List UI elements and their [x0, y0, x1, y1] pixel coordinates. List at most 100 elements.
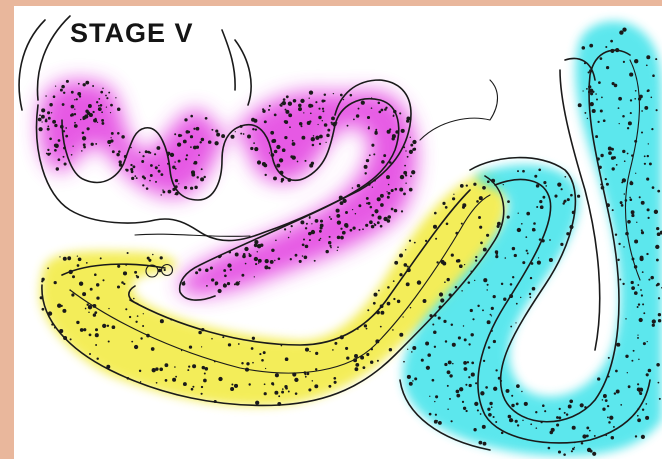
stipple-dot	[110, 139, 113, 142]
stipple-dot	[549, 431, 553, 435]
stipple-dot	[183, 140, 187, 144]
stipple-dot	[262, 108, 264, 110]
stipple-dot	[265, 259, 269, 263]
stipple-dot	[561, 188, 563, 190]
stipple-dot	[87, 127, 90, 130]
stipple-dot	[412, 346, 416, 350]
stipple-dot	[403, 193, 406, 196]
stipple-dot	[425, 240, 427, 242]
stipple-dot	[589, 44, 593, 48]
stipple-dot	[475, 259, 477, 261]
stipple-dot	[378, 111, 381, 114]
stipple-dot	[220, 255, 222, 257]
stipple-dot	[201, 168, 203, 170]
stipple-dot	[107, 325, 109, 327]
stipple-dot	[82, 131, 85, 134]
stipple-dot	[610, 49, 614, 53]
stipple-dot	[352, 187, 354, 189]
stipple-dot	[319, 135, 323, 139]
stipple-dot	[602, 399, 604, 401]
stipple-dot	[378, 102, 381, 105]
stipple-dot	[634, 140, 637, 143]
stipple-dot	[506, 389, 510, 393]
stipple-dot	[346, 356, 349, 359]
stipple-dot	[211, 338, 213, 340]
stipple-dot	[600, 154, 603, 157]
stipple-dot	[41, 280, 43, 282]
stipple-dot	[196, 127, 200, 131]
stipple-dot	[230, 387, 234, 391]
stipple-dot	[634, 98, 636, 100]
stipple-dot	[512, 247, 515, 250]
stipple-dot	[427, 353, 431, 357]
stipple-dot	[404, 263, 408, 267]
stipple-dot	[559, 408, 561, 410]
stipple-dot	[646, 55, 650, 59]
stipple-dot	[339, 196, 343, 200]
stipple-dot	[87, 304, 89, 306]
stipple-dot	[622, 115, 625, 118]
stipple-dot	[522, 261, 525, 264]
stipple-dot	[82, 292, 86, 296]
stipple-dot	[228, 343, 231, 346]
stipple-dot	[378, 216, 382, 220]
stipple-dot	[485, 386, 488, 389]
stipple-dot	[328, 385, 331, 388]
stipple-dot	[473, 183, 476, 186]
stipple-dot	[467, 361, 469, 363]
stipple-dot	[192, 364, 196, 368]
stipple-dot	[447, 385, 449, 387]
stipple-dot	[259, 353, 261, 355]
stipple-dot	[636, 222, 637, 223]
stipple-dot	[449, 374, 452, 377]
stipple-dot	[102, 88, 103, 89]
stipple-dot	[618, 97, 622, 101]
stipple-dot	[451, 420, 453, 422]
stipple-dot	[215, 130, 218, 133]
stipple-dot	[491, 330, 493, 332]
stipple-dot	[487, 408, 490, 411]
stipple-dot	[371, 225, 375, 229]
stipple-dot	[130, 168, 133, 171]
stipple-dot	[571, 450, 573, 452]
stipple-dot	[264, 120, 267, 123]
stipple-dot	[536, 184, 540, 188]
stipple-dot	[271, 249, 274, 252]
stipple-dot	[491, 307, 494, 310]
stipple-dot	[361, 101, 365, 105]
stipple-dot	[440, 298, 444, 302]
stipple-dot	[317, 124, 318, 125]
stipple-dot	[139, 151, 141, 153]
stipple-dot	[525, 236, 527, 238]
stipple-dot	[411, 170, 415, 174]
stipple-dot	[332, 349, 334, 351]
stipple-dot	[174, 366, 176, 368]
stipple-dot	[498, 377, 501, 380]
stipple-dot	[224, 283, 225, 284]
stipple-dot	[644, 163, 646, 165]
stipple-dot	[414, 377, 417, 380]
stipple-dot	[500, 380, 502, 382]
stipple-dot	[343, 99, 344, 100]
stipple-dot	[606, 66, 609, 69]
stipple-dot	[106, 365, 110, 369]
stipple-dot	[483, 442, 487, 446]
stipple-dot	[475, 256, 477, 258]
stipple-dot	[56, 167, 59, 170]
stipple-dot	[274, 150, 278, 154]
stipple-dot	[65, 135, 68, 138]
stipple-dot	[641, 231, 644, 234]
stipple-dot	[282, 148, 286, 152]
stipple-dot	[389, 128, 391, 130]
stipple-dot	[274, 391, 278, 395]
stipple-dot	[305, 348, 309, 352]
stipple-dot	[377, 360, 379, 362]
stipple-dot	[318, 108, 320, 110]
stipple-dot	[539, 238, 541, 240]
stipple-dot	[246, 362, 249, 365]
stipple-dot	[269, 105, 271, 107]
stipple-dot	[470, 271, 471, 272]
stipple-dot	[556, 416, 559, 419]
stipple-dot	[516, 384, 520, 388]
stipple-dot	[452, 197, 455, 200]
